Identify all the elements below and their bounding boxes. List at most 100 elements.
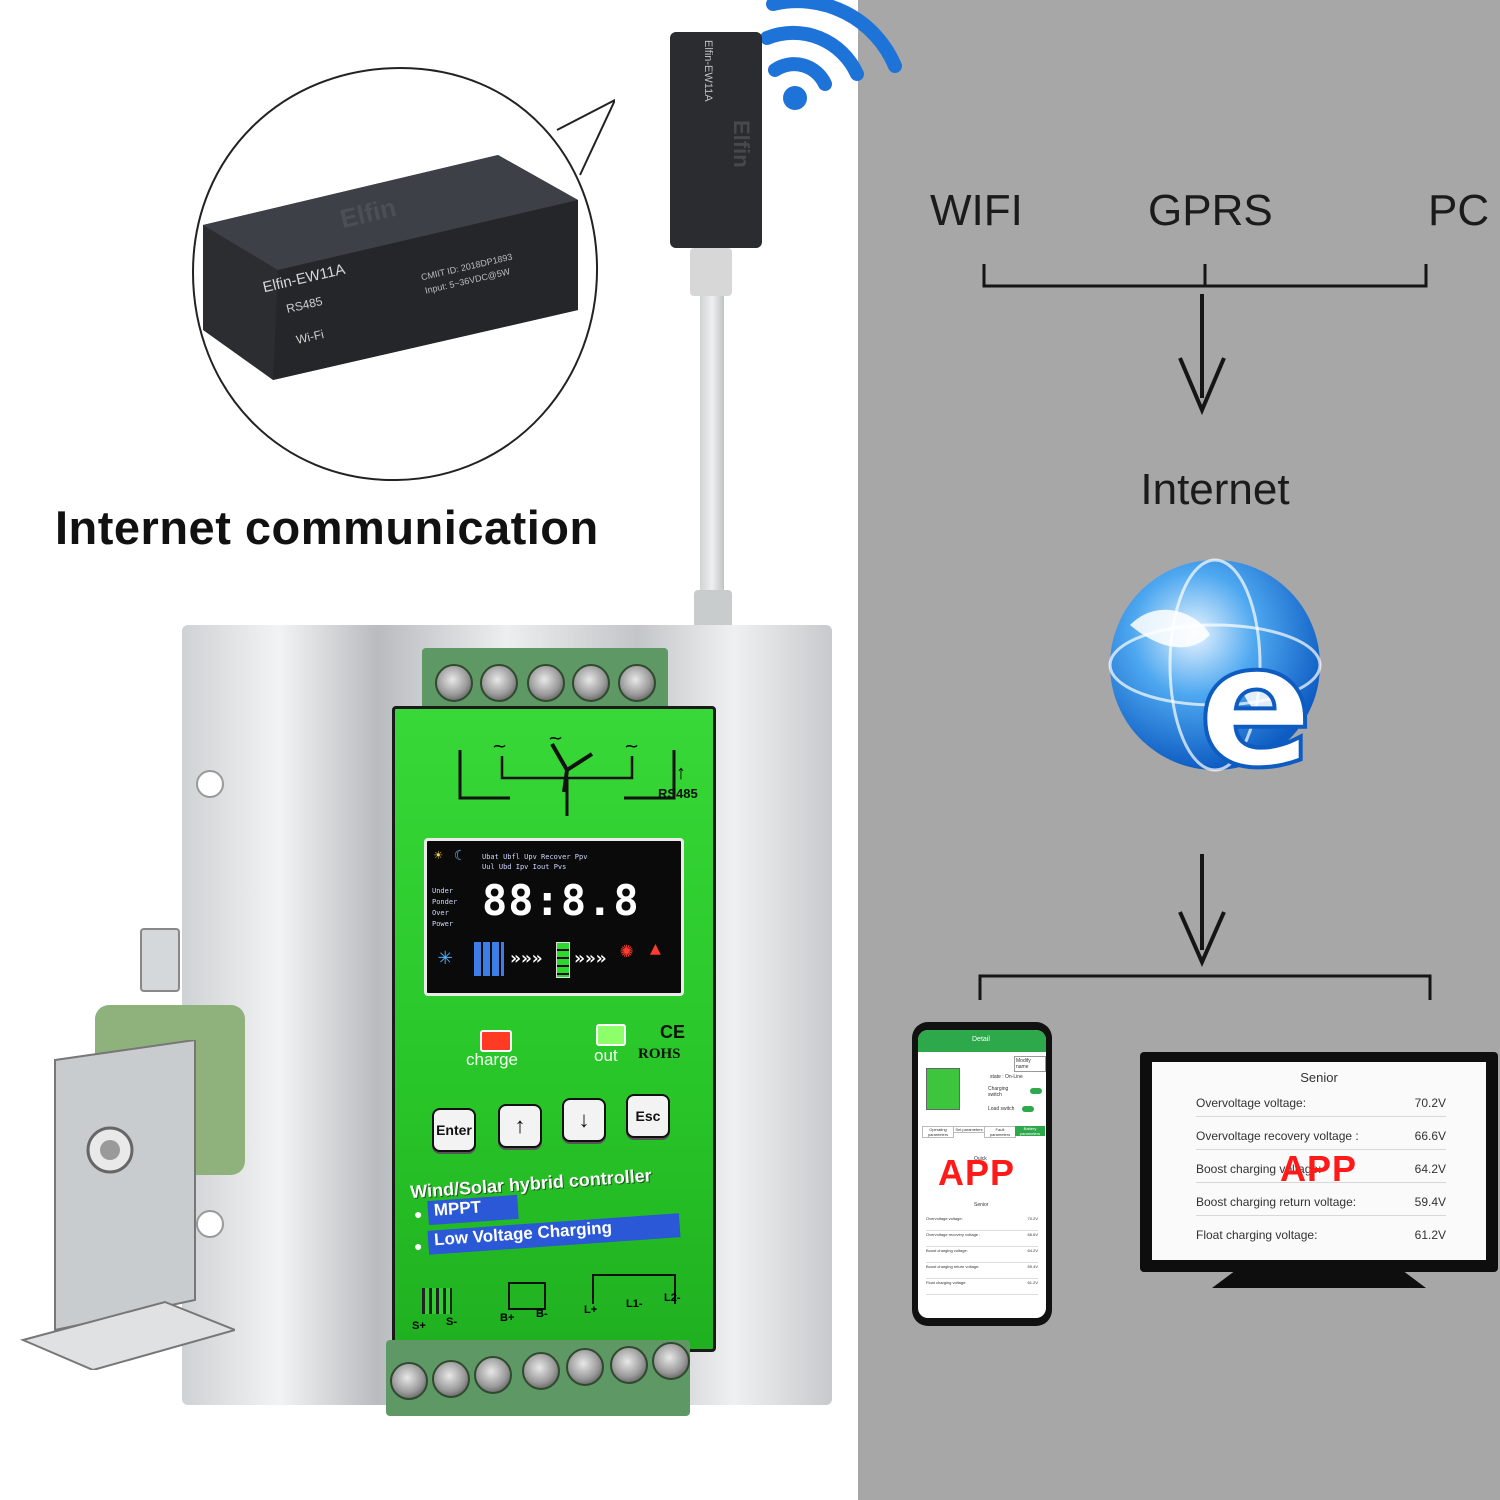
attached-module-brand: Elfin xyxy=(729,120,754,168)
top-screw-terminal xyxy=(572,664,610,702)
terminal-label: L+ xyxy=(584,1304,598,1316)
terminal-label: B+ xyxy=(500,1312,515,1324)
pc-monitor: Senior Overvoltage voltage:70.2V Overvol… xyxy=(1140,1052,1498,1272)
phone-device-thumbnail xyxy=(926,1068,960,1110)
smartphone: Detail Modify name state : On-Line Charg… xyxy=(912,1022,1052,1326)
wind-icon: ✳ xyxy=(438,942,453,970)
internet-globe-icon: e xyxy=(1108,558,1322,795)
svg-text:~: ~ xyxy=(492,736,507,757)
elfin-module-closeup xyxy=(203,155,578,380)
lamp-load-icon: ✺ xyxy=(620,938,634,963)
tv-senior-header: Senior xyxy=(1300,1070,1338,1085)
sources-merge-bracket xyxy=(982,264,1428,416)
phone-app-screen: Detail Modify name state : On-Line Charg… xyxy=(918,1030,1046,1318)
tab-set-parameters[interactable]: Set parameters xyxy=(953,1126,985,1133)
rs485-arrow-icon: ↑ xyxy=(676,762,686,784)
tv-param-row: Overvoltage voltage:70.2V xyxy=(1196,1084,1446,1117)
tab-battery-parameters[interactable]: Battery parameters xyxy=(1015,1126,1045,1136)
charge-led xyxy=(480,1030,512,1052)
discharge-flow-arrows-icon: »»» xyxy=(574,948,607,969)
battery-terminal-icon xyxy=(508,1282,546,1310)
rohs-mark: ROHS xyxy=(638,1046,681,1062)
phone-param-row: Overvoltage recovery voltage :66.6V xyxy=(926,1232,1038,1247)
battery-level-icon xyxy=(556,942,570,978)
top-screw-terminal xyxy=(480,664,518,702)
bottom-screw-terminal xyxy=(432,1360,470,1398)
solar-terminal-icon xyxy=(422,1288,452,1314)
terminal-label: S+ xyxy=(412,1320,426,1332)
phone-state-label: state : On-Line xyxy=(990,1074,1023,1080)
mount-hole-left-bottom xyxy=(196,1210,224,1238)
attached-module-model: Elfin-EW11A xyxy=(702,40,714,102)
phone-param-row: Float charging voltage:61.2V xyxy=(926,1280,1038,1295)
source-pc-label: PC xyxy=(1428,186,1490,235)
phone-param-row: Overvoltage voltage:70.2V xyxy=(926,1216,1038,1231)
phone-quick-label: Quick xyxy=(974,1156,987,1162)
tv-param-row: Float charging voltage:61.2V xyxy=(1196,1228,1446,1242)
wind-turbine-schematic-icon: ~ ~ ~ xyxy=(458,730,676,816)
monitor-stand xyxy=(1212,1272,1426,1288)
elfin-module-attached xyxy=(670,32,762,248)
terminal-label: L2- xyxy=(664,1292,681,1304)
bottom-screw-terminal xyxy=(652,1342,690,1380)
tab-fault-parameters[interactable]: Fault parameters xyxy=(984,1126,1016,1138)
terminal-label: B- xyxy=(536,1308,548,1320)
up-button[interactable]: ↑ xyxy=(498,1104,542,1148)
bottom-screw-terminal xyxy=(522,1352,560,1390)
phone-app-badge: APP xyxy=(938,1152,1016,1193)
tv-param-row: Overvoltage recovery voltage :66.6V xyxy=(1196,1117,1446,1150)
pc-monitor-screen: Senior Overvoltage voltage:70.2V Overvol… xyxy=(1152,1062,1486,1260)
internet-communication-caption: Internet communication xyxy=(55,501,599,554)
bracket-tab xyxy=(140,928,180,992)
lcd-display xyxy=(424,838,684,996)
load-switch-label: Load switch xyxy=(988,1106,1015,1112)
charge-led-label: charge xyxy=(466,1050,518,1069)
internet-label: Internet xyxy=(1140,465,1290,514)
terminal-label: L1- xyxy=(626,1298,643,1310)
feature-bullet-icon: ● xyxy=(414,1206,423,1222)
pc-app-badge: APP xyxy=(1280,1148,1358,1189)
rs485-port-label: RS485 xyxy=(658,786,698,801)
load-switch-toggle[interactable] xyxy=(1022,1106,1034,1112)
terminal-label: S- xyxy=(446,1316,457,1328)
svg-text:~: ~ xyxy=(624,736,639,757)
feature-bullet-icon: ● xyxy=(414,1238,423,1254)
load-terminal-icon xyxy=(592,1274,676,1304)
enter-button[interactable]: Enter xyxy=(432,1108,476,1152)
down-button[interactable]: ↓ xyxy=(562,1098,606,1142)
top-screw-terminal xyxy=(618,664,656,702)
bottom-screw-terminal xyxy=(610,1346,648,1384)
svg-text:~: ~ xyxy=(548,730,563,749)
out-led-label: out xyxy=(594,1046,618,1065)
modify-name-button[interactable]: Modify name xyxy=(1014,1056,1046,1072)
source-gprs-label: GPRS xyxy=(1148,186,1273,235)
phone-param-row: Boost charging voltage:64.2V xyxy=(926,1248,1038,1263)
charge-flow-arrows-icon: »»» xyxy=(510,948,543,969)
warning-icon: ▲ xyxy=(650,938,661,959)
svg-text:e: e xyxy=(1198,608,1313,795)
charging-switch-toggle[interactable] xyxy=(1030,1088,1042,1094)
lcd-parameter-labels: Ubat Ubfl Upv Recover Ppv Uul Ubd Ipv Io… xyxy=(482,853,588,871)
sun-icon: ☀ xyxy=(434,848,443,864)
top-screw-terminal xyxy=(527,664,565,702)
phone-param-row: Boost charging return voltage:59.4V xyxy=(926,1264,1038,1279)
phone-header-title: Detail xyxy=(972,1036,990,1043)
tv-param-row: Boost charging voltage:64.2V xyxy=(1196,1150,1446,1183)
mount-hole-left-top xyxy=(196,770,224,798)
tab-operating-parameters[interactable]: Operating parameters xyxy=(922,1126,954,1138)
charging-switch-label: Charging switch xyxy=(988,1086,1009,1098)
bottom-screw-terminal xyxy=(566,1348,604,1386)
bottom-screw-terminal xyxy=(390,1362,428,1400)
tv-param-row: Boost charging return voltage:59.4V xyxy=(1196,1183,1446,1216)
mounting-bracket xyxy=(19,1040,235,1370)
lcd-digits: 88:8.8 xyxy=(482,876,640,925)
phone-header-bar xyxy=(918,1030,1046,1052)
solar-panel-icon xyxy=(474,942,504,976)
esc-button[interactable]: Esc xyxy=(626,1094,670,1138)
out-led xyxy=(596,1024,626,1046)
phone-senior-label: Senior xyxy=(974,1202,989,1208)
moon-icon: ☾ xyxy=(454,848,463,864)
bottom-screw-terminal xyxy=(474,1356,512,1394)
outputs-split-bracket xyxy=(978,854,1432,1000)
